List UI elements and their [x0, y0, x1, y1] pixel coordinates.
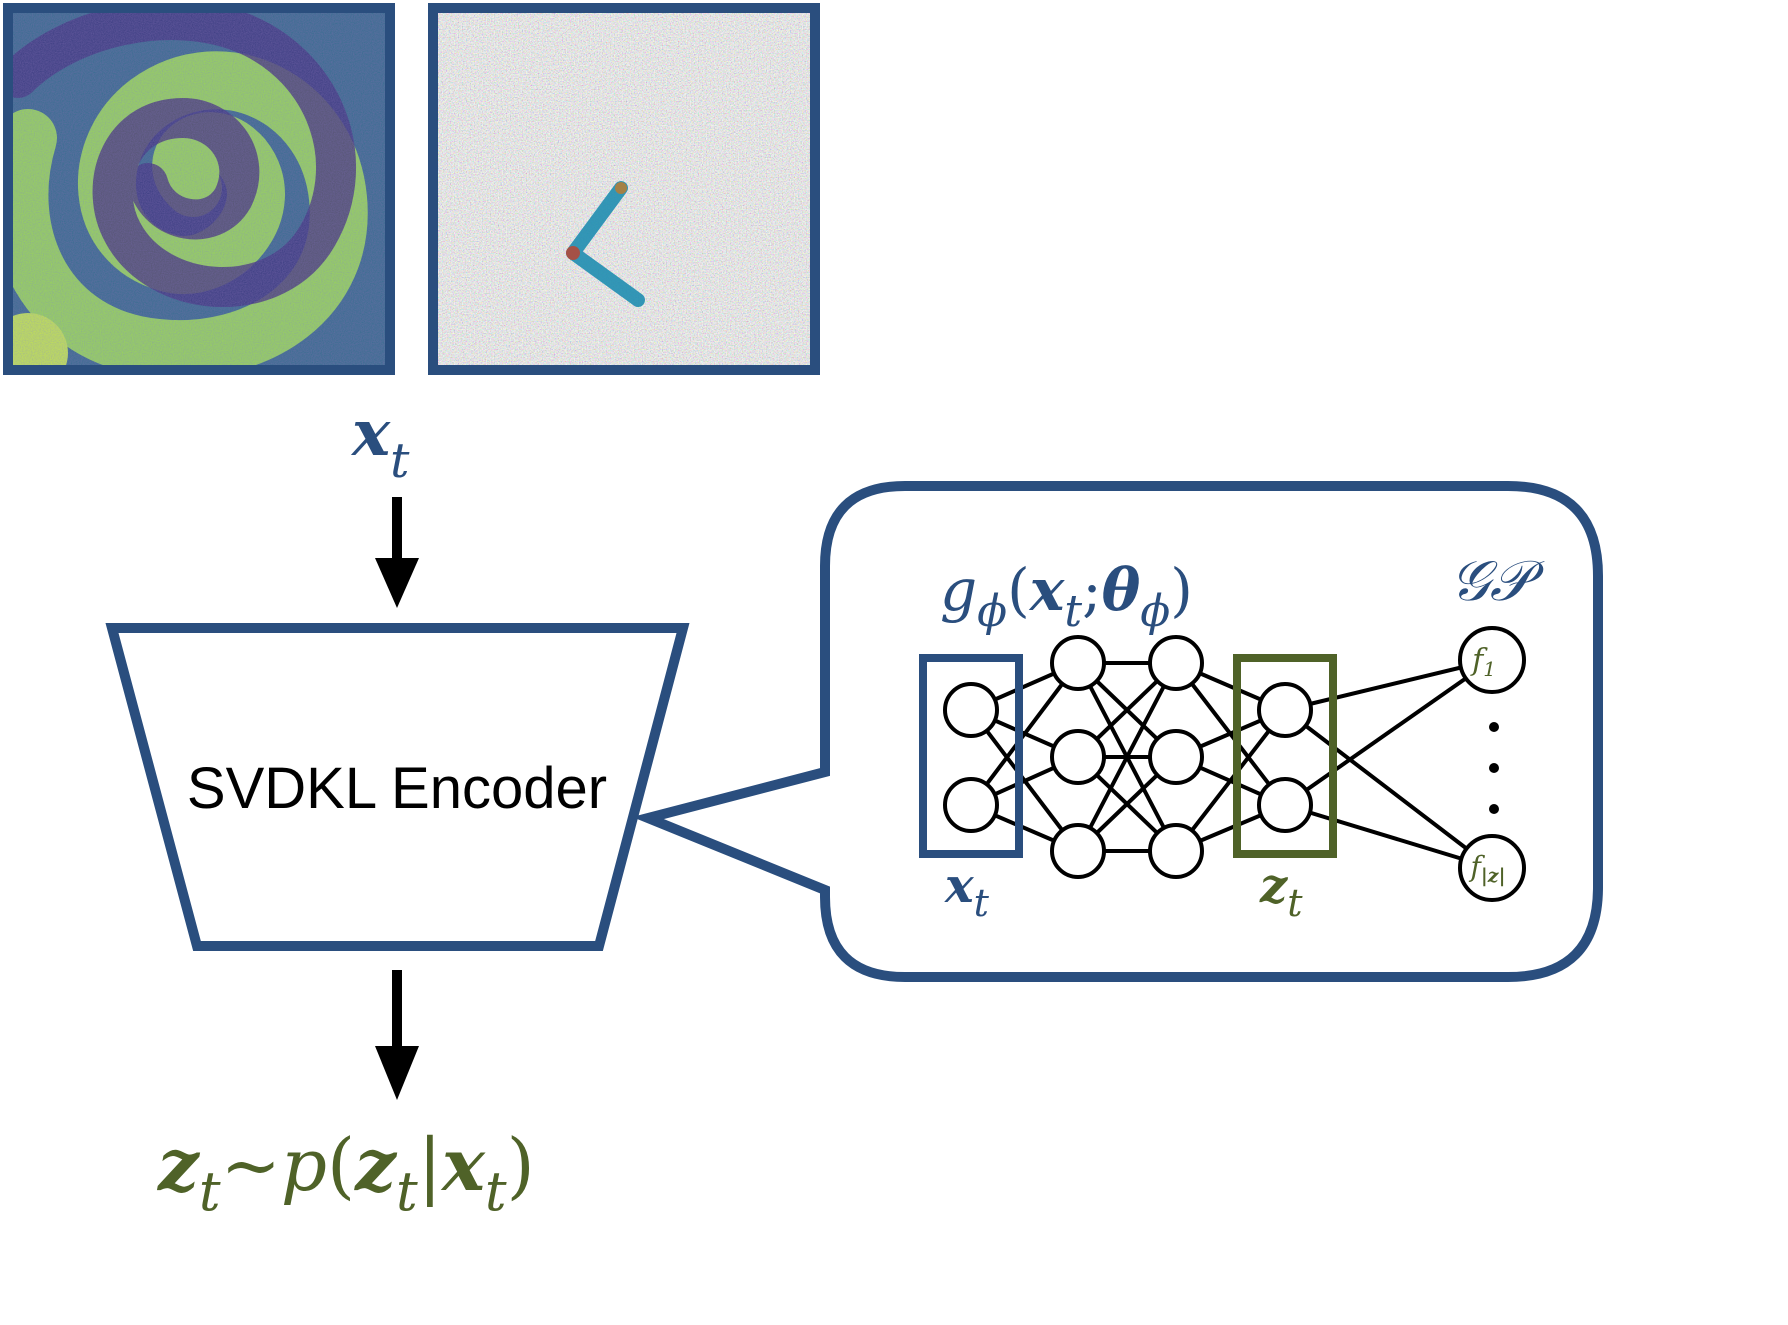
network-edge [1174, 708, 1287, 853]
network-edge [969, 661, 1080, 807]
network-node [1050, 729, 1106, 785]
encoder-block [105, 623, 690, 951]
gp-node-1: f1 [1458, 626, 1526, 694]
callout-bubble [632, 481, 1603, 982]
latent-layer-label: zt [1259, 858, 1303, 925]
input-layer-box [919, 654, 1023, 858]
spiral-image [3, 3, 395, 375]
network-node [943, 682, 999, 738]
arrow-to-output [375, 970, 419, 1100]
network-node [1148, 823, 1204, 879]
input-label: xt [350, 396, 410, 489]
ellipsis-dot [1489, 722, 1499, 732]
network-node [1148, 729, 1204, 785]
network-edge [1283, 658, 1494, 807]
network-edge [1284, 803, 1493, 870]
network-nodes [943, 635, 1313, 879]
output-formula: zt~p(zt|xt) [156, 1122, 535, 1223]
network-node [1050, 635, 1106, 691]
input-layer-label: xt [944, 858, 990, 925]
network-function-label: gϕ(xt;θϕ) [940, 556, 1193, 637]
arrow-to-encoder [375, 497, 419, 608]
network-node [1257, 777, 1313, 833]
encoder-label: SVDKL Encoder [187, 756, 607, 821]
network-node [1050, 823, 1106, 879]
ellipsis-dot [1489, 804, 1499, 814]
network-edge [1284, 658, 1493, 712]
gp-ellipsis [1489, 722, 1499, 814]
network-edge [1076, 662, 1178, 852]
network-edge [1283, 708, 1494, 870]
gp-label: 𝒢𝒫 [1450, 549, 1545, 614]
noisy-image [428, 3, 820, 375]
latent-layer-box [1233, 654, 1337, 858]
network-node [1257, 682, 1313, 738]
network-node [1148, 635, 1204, 691]
ellipsis-dot [1489, 763, 1499, 773]
network-node [943, 777, 999, 833]
gp-node-z: f|z| [1458, 834, 1526, 902]
